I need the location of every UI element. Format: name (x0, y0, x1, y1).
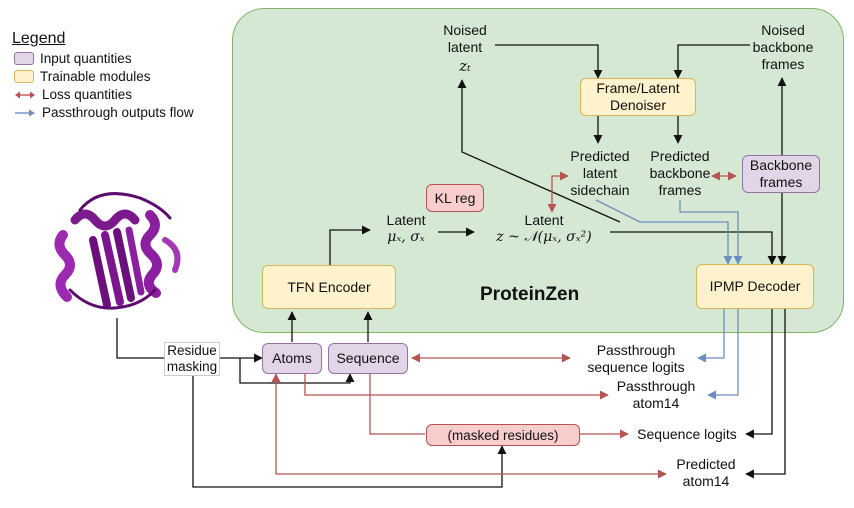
zt-math: zₜ (459, 57, 471, 75)
sequence-logits-label: Sequence logits (637, 426, 737, 442)
trainable-swatch (14, 70, 34, 83)
label-line: latent (582, 165, 618, 181)
legend-label: Loss quantities (42, 87, 133, 102)
passthrough-sequence-logits-label: Passthrough sequence logits (576, 342, 696, 376)
label-line: atom14 (682, 473, 730, 489)
label-line: frames (761, 56, 805, 72)
label-line: sequence logits (587, 359, 685, 375)
label-line: Passthrough (616, 378, 696, 394)
label-line: masking (166, 359, 218, 374)
legend-item-passthrough: Passthrough outputs flow (14, 105, 194, 120)
label-line: backbone (649, 165, 711, 181)
label-line: Passthrough (596, 342, 676, 358)
legend-item-input: Input quantities (14, 51, 132, 66)
sequence-input: Sequence (328, 343, 408, 374)
label-line: frames (658, 182, 702, 198)
label-line: frames (759, 174, 803, 190)
latent-sample-label: Latent z ~ 𝒩(μₓ, σₓ²) (478, 212, 610, 246)
legend-label: Trainable modules (40, 69, 151, 84)
ipmp-decoder: IPMP Decoder (696, 264, 814, 309)
label-line: Latent (386, 212, 426, 228)
backbone-frames-input: Backbone frames (742, 155, 820, 193)
label-line: sidechain (570, 182, 630, 198)
input-swatch (14, 52, 34, 65)
predicted-atom14-label: Predicted atom14 (668, 456, 744, 490)
tfn-encoder: TFN Encoder (262, 265, 396, 309)
kl-reg-box: KL reg (426, 184, 484, 212)
label-line: Predicted (650, 148, 710, 164)
latent-distribution-math: z ~ 𝒩(μₓ, σₓ²) (496, 229, 592, 245)
legend-title: Legend (12, 30, 66, 47)
masked-residues-box: (masked residues) (426, 424, 580, 446)
frame-latent-denoiser: Frame/Latent Denoiser (580, 78, 696, 116)
atoms-input: Atoms (262, 343, 322, 374)
label-line: latent (447, 39, 483, 55)
latent-encoder-output-label: Latent μₓ, σₓ (376, 212, 436, 246)
label-line: Noised (761, 22, 805, 38)
label-line: Residue (167, 343, 217, 358)
protein-structure-image (54, 192, 181, 310)
legend-label: Passthrough outputs flow (42, 105, 194, 120)
legend-item-trainable: Trainable modules (14, 69, 151, 84)
arrow-icon (15, 109, 35, 116)
predicted-backbone-frames-label: Predicted backbone frames (638, 148, 722, 199)
residue-masking-label: Residue masking (164, 342, 220, 376)
label-line: Frame/Latent (596, 80, 680, 96)
passthrough-atom14-label: Passthrough atom14 (610, 378, 702, 412)
mu-sigma-math: μₓ, σₓ (387, 229, 425, 245)
panel-title: ProteinZen (480, 284, 580, 305)
label-line: Denoiser (609, 97, 666, 113)
label-line: Latent (524, 212, 564, 228)
label-line: Predicted (676, 456, 736, 472)
label-line: atom14 (632, 395, 680, 411)
label-line: Noised (443, 22, 487, 38)
legend-label: Input quantities (40, 51, 132, 66)
label-line: Backbone (749, 157, 813, 173)
double-arrow-icon (15, 91, 35, 98)
predicted-latent-sidechain-label: Predicted latent sidechain (558, 148, 642, 199)
legend-item-loss: Loss quantities (14, 87, 132, 102)
noised-backbone-frames-label: Noised backbone frames (738, 22, 828, 73)
label-line: Predicted (570, 148, 630, 164)
label-line: backbone (752, 39, 814, 55)
noised-latent-label: Noised latent zₜ (430, 22, 500, 75)
